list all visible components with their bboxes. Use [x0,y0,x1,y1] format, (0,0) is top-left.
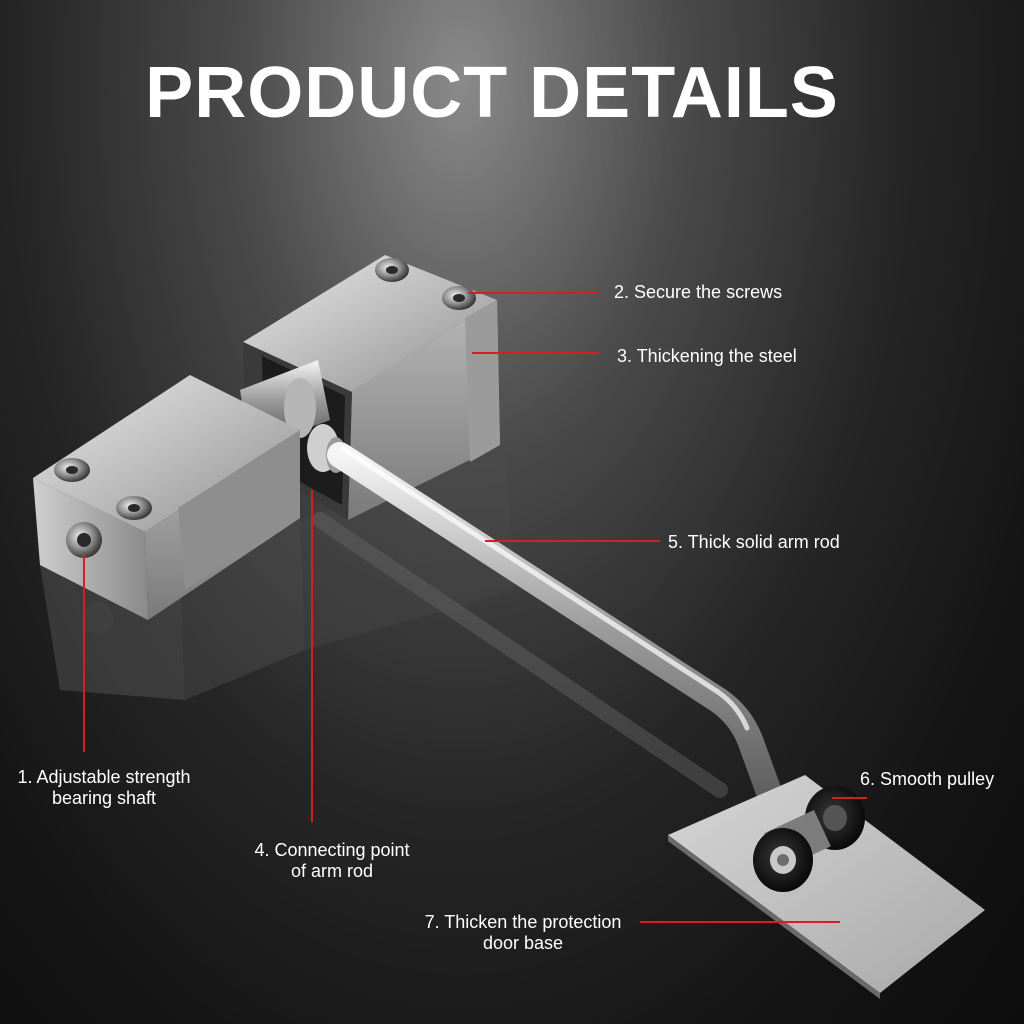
callout-arm-connection-line1: 4. Connecting point [254,840,410,860]
callout-pulley: 6. Smooth pulley [860,769,994,790]
callout-arm-connection: 4. Connecting point of arm rod [242,840,422,882]
callout-bearing-shaft-line2: bearing shaft [51,788,157,808]
callout-arm-rod-line1: 5. Thick solid arm rod [668,532,840,552]
callout-secure-screws: 2. Secure the screws [614,282,782,303]
callout-arm-rod: 5. Thick solid arm rod [668,532,840,553]
callout-door-base-line1: 7. Thicken the protection [424,912,622,932]
callout-door-base: 7. Thicken the protection door base [410,912,636,954]
callout-door-base-line2: door base [482,933,564,953]
page-title: PRODUCT DETAILS [145,53,839,133]
callout-thick-steel: 3. Thickening the steel [617,346,797,367]
callout-leader-lines [83,292,867,923]
arm-rod [307,424,803,863]
callout-bearing-shaft: 1. Adjustable strength bearing shaft [6,767,202,809]
callout-pulley-line1: 6. Smooth pulley [860,769,995,789]
pulley-wheels [753,786,865,892]
door-base-plate [668,775,985,999]
callout-bearing-shaft-line1: 1. Adjustable strength [17,767,191,787]
callout-thick-steel-line1: 3. Thickening the steel [617,346,797,366]
callout-arm-connection-line2: of arm rod [290,861,374,881]
left-housing-block [33,375,300,620]
callout-secure-screws-line1: 2. Secure the screws [614,282,783,302]
